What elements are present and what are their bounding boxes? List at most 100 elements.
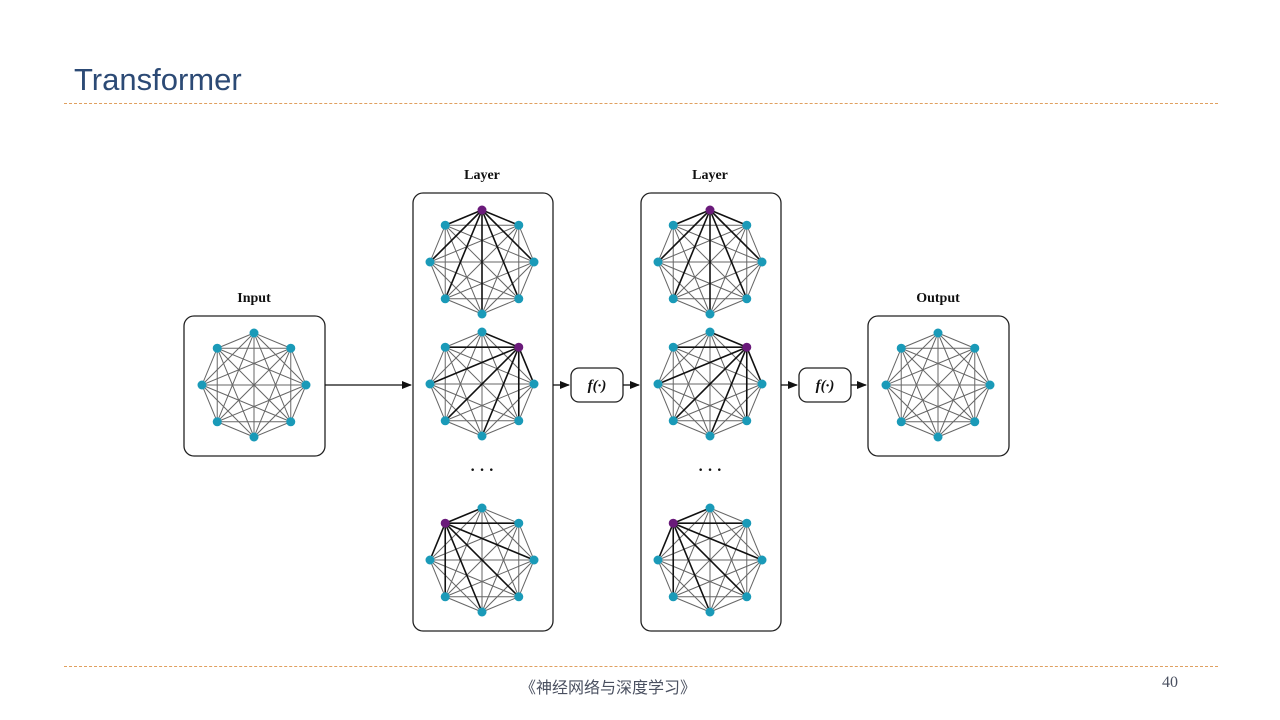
token-node xyxy=(440,220,450,230)
attention-edge xyxy=(672,347,711,437)
layer2-graph-3 xyxy=(653,503,767,617)
token-node xyxy=(970,343,980,353)
token-node xyxy=(440,592,450,602)
attention-edge xyxy=(746,261,763,299)
layer-2-box xyxy=(640,192,782,632)
token-node xyxy=(529,379,539,389)
attention-edge-highlighted xyxy=(672,522,711,613)
attention-edge xyxy=(657,261,674,299)
layer-1-label: Layer xyxy=(464,168,500,183)
token-node xyxy=(477,431,487,441)
attention-edge xyxy=(709,596,747,613)
attention-edge-highlighted xyxy=(481,331,520,348)
attention-edge xyxy=(481,420,519,437)
query-node-highlighted xyxy=(705,205,715,215)
token-node xyxy=(668,294,678,304)
layer1-graph-1 xyxy=(425,205,539,319)
attention-edge xyxy=(657,559,711,613)
attention-edge-highlighted xyxy=(657,522,674,561)
token-node xyxy=(653,379,663,389)
token-node xyxy=(514,294,524,304)
attention-edge xyxy=(900,347,976,423)
attention-edge-highlighted xyxy=(672,522,763,561)
attention-edge xyxy=(290,348,307,386)
attention-edge xyxy=(481,507,519,524)
attention-edge xyxy=(746,225,763,263)
attention-edge xyxy=(885,348,902,386)
token-node xyxy=(514,592,524,602)
attention-edge xyxy=(445,420,483,437)
token-node xyxy=(668,416,678,426)
attention-edge-highlighted xyxy=(672,522,748,598)
attention-edge xyxy=(901,421,939,438)
layer-2-ellipsis: · · · xyxy=(698,462,722,479)
attention-edge-highlighted xyxy=(444,507,483,524)
attention-edge xyxy=(885,384,939,438)
attention-edge-highlighted xyxy=(657,346,748,385)
attention-edge xyxy=(253,421,291,438)
token-node xyxy=(425,555,435,565)
attention-edge-highlighted xyxy=(481,209,520,300)
title-divider xyxy=(64,103,1218,104)
attention-edge xyxy=(657,383,674,421)
token-node xyxy=(985,380,995,390)
book-title-footer: 《神经网络与深度学习》 xyxy=(520,678,697,697)
input-label: Input xyxy=(237,291,271,306)
attention-edge-highlighted xyxy=(444,209,483,226)
layer-2-label: Layer xyxy=(692,168,728,183)
attention-edge-highlighted xyxy=(672,209,711,226)
token-node xyxy=(742,518,752,528)
token-node xyxy=(425,257,435,267)
attention-edge xyxy=(518,523,535,561)
attention-edge xyxy=(201,384,255,438)
attention-edge-highlighted xyxy=(444,522,483,613)
slide-title: Transformer xyxy=(74,62,242,97)
attention-edge xyxy=(974,384,991,422)
footer-divider xyxy=(64,666,1218,667)
query-node-highlighted xyxy=(742,342,752,352)
token-node xyxy=(653,555,663,565)
output-graph xyxy=(881,328,995,442)
attention-edge xyxy=(746,559,763,597)
function-label-2: f(·) xyxy=(816,378,835,394)
attention-edge xyxy=(937,421,975,438)
attention-edge xyxy=(217,332,255,349)
token-node xyxy=(970,417,980,427)
token-node xyxy=(477,503,487,513)
token-node xyxy=(933,432,943,442)
token-node xyxy=(440,294,450,304)
layer2-graph-1 xyxy=(653,205,767,319)
attention-edge-highlighted xyxy=(709,209,748,300)
attention-edge xyxy=(974,348,991,386)
attention-edge xyxy=(217,347,307,386)
attention-edge xyxy=(253,332,291,349)
token-node xyxy=(425,379,435,389)
token-node xyxy=(529,257,539,267)
attention-edge-highlighted xyxy=(746,346,763,385)
attention-edge xyxy=(216,348,255,438)
attention-edge xyxy=(673,331,711,348)
token-node xyxy=(514,416,524,426)
attention-edge-highlighted xyxy=(657,209,711,263)
token-node xyxy=(668,220,678,230)
attention-edge-highlighted xyxy=(672,346,748,422)
attention-edge xyxy=(481,298,519,315)
attention-edge xyxy=(900,348,939,438)
query-node-highlighted xyxy=(477,205,487,215)
attention-edge xyxy=(885,384,902,422)
attention-edge xyxy=(216,347,292,423)
layer-1-box xyxy=(412,192,554,632)
attention-edge xyxy=(429,559,446,597)
token-node xyxy=(301,380,311,390)
attention-edge-highlighted xyxy=(518,346,535,385)
token-node xyxy=(212,417,222,427)
token-node xyxy=(705,607,715,617)
attention-edge xyxy=(518,261,535,299)
token-node xyxy=(668,342,678,352)
token-node xyxy=(249,432,259,442)
attention-edge xyxy=(429,559,483,613)
token-node xyxy=(440,342,450,352)
attention-edge xyxy=(657,261,711,315)
attention-edge xyxy=(673,298,711,315)
token-node xyxy=(477,607,487,617)
